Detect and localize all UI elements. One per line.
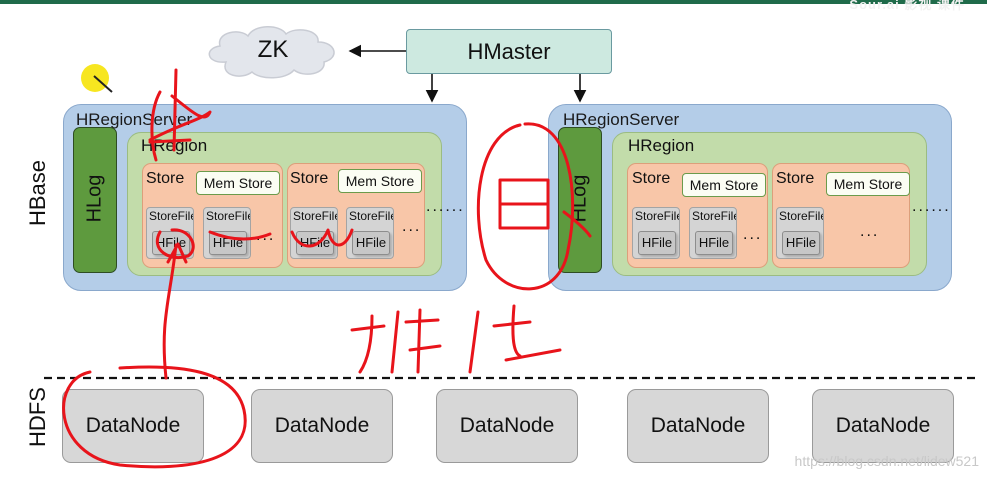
- datanode-4: DataNode: [627, 389, 769, 463]
- region-1-more: ......: [426, 198, 465, 215]
- corner-header-text: Sour.ai 影视 课件: [849, 0, 965, 12]
- hmaster-box: HMaster: [406, 29, 612, 74]
- region-server-1-label: HRegionServer: [76, 110, 193, 129]
- hfile-2-2a: HFile: [782, 231, 820, 255]
- zk-cloud-icon: [208, 26, 335, 79]
- store-2-2-more: ...: [860, 223, 880, 240]
- memstore-1-2: Mem Store: [338, 169, 422, 193]
- store-2-2-label: Store: [776, 170, 815, 187]
- datanode-2: DataNode: [251, 389, 393, 463]
- datanode-3: DataNode: [436, 389, 578, 463]
- hfile-1-2b: HFile: [352, 231, 390, 255]
- hregion-2-label: HRegion: [628, 136, 695, 155]
- annotation-datanode-circle: [62, 365, 247, 469]
- annotation-hfile-circle: [156, 228, 195, 259]
- annotation-scribble-top: [148, 68, 212, 162]
- datanode-5: DataNode: [812, 389, 954, 463]
- annotation-hlog-oval: [476, 122, 575, 291]
- annotation-ri-character: [498, 178, 592, 238]
- zk-label: ZK: [257, 36, 289, 63]
- store-1-2-more: ...: [402, 218, 422, 235]
- handwritten-annotations: [62, 68, 592, 469]
- store-2-1-more: ...: [743, 226, 763, 243]
- memstore-1-1: Mem Store: [196, 171, 280, 195]
- annotation-scribble-mid: [208, 228, 354, 248]
- hlog-2: [558, 127, 602, 273]
- annotation-chinese-1: [350, 308, 442, 374]
- store-1-2-label: Store: [290, 170, 329, 187]
- region-server-2-label: HRegionServer: [563, 110, 680, 129]
- annotation-arrow-up: [162, 242, 188, 380]
- annotation-chinese-2: [468, 304, 562, 374]
- watermark: https://blog.csdn.net/lidew521: [794, 453, 979, 469]
- hlog-1: [73, 127, 117, 273]
- datanode-1: DataNode: [62, 389, 204, 463]
- hfile-2-1a: HFile: [638, 231, 676, 255]
- hfile-2-1b: HFile: [695, 231, 733, 255]
- region-2-more: ......: [912, 198, 951, 215]
- store-1-1-label: Store: [146, 170, 185, 187]
- memstore-2-1: Mem Store: [682, 173, 766, 197]
- cursor-highlight-icon: [81, 64, 113, 93]
- top-bar: [0, 0, 987, 4]
- memstore-2-2: Mem Store: [826, 172, 910, 196]
- store-2-1-label: Store: [632, 170, 671, 187]
